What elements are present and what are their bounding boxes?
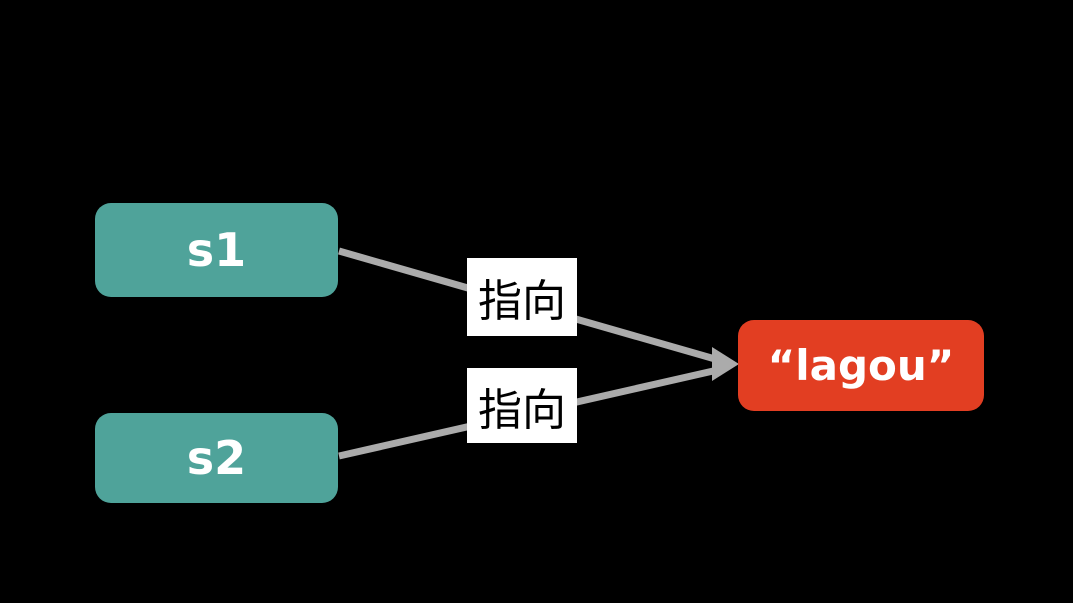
node-s1-label: s1 (186, 223, 247, 277)
edge-label-s1-to-lagou: 指向 (467, 258, 577, 336)
edge-label-s2-text: 指向 (478, 384, 566, 436)
node-s1: s1 (95, 203, 338, 297)
arrowhead-icon (712, 347, 739, 381)
edge-label-s1-text: 指向 (478, 276, 566, 327)
edge-label-s2-to-lagou: 指向 (467, 368, 577, 443)
node-lagou-label: “lagou” (767, 341, 955, 390)
node-s2: s2 (95, 413, 338, 503)
node-lagou: “lagou” (738, 320, 984, 411)
node-s2-label: s2 (186, 431, 247, 485)
